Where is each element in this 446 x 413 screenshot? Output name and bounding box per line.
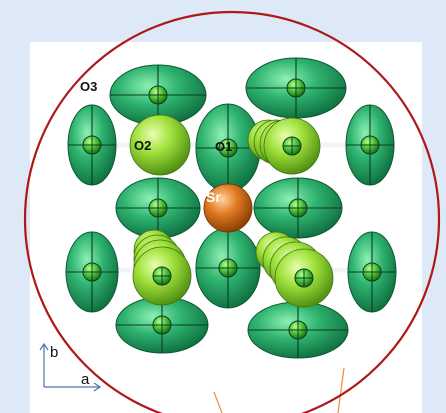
axis-indicator [39, 342, 102, 392]
o2-sphere [129, 114, 191, 176]
label-o2: O2 [134, 138, 151, 153]
axis-label-b: b [50, 344, 58, 361]
highlight-circle [23, 10, 441, 413]
pointer-line-left [213, 391, 223, 413]
label-sr: Sr [206, 189, 221, 205]
label-o1: O1 [215, 139, 232, 154]
axis-label-a: a [81, 371, 90, 388]
structure-group [65, 57, 397, 359]
pointer-line-right [337, 367, 345, 413]
label-o3: O3 [80, 79, 97, 94]
sr-sphere [203, 183, 253, 233]
small-atom-cross-lines [83, 79, 381, 339]
